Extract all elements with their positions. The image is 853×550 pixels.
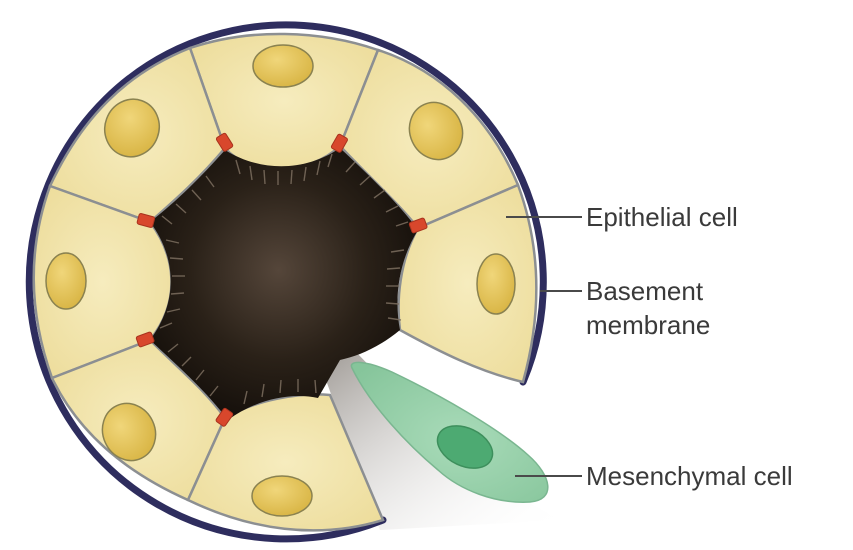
epithelial-cell-label: Epithelial cell — [586, 202, 738, 232]
nucleus-left — [46, 253, 86, 309]
mesenchymal-cell-label: Mesenchymal cell — [586, 461, 793, 491]
basement-membrane-label-line2: membrane — [586, 310, 710, 340]
basement-membrane-label-line1: Basement — [586, 276, 704, 306]
nucleus-right — [477, 254, 515, 314]
nucleus-bottom — [252, 476, 312, 516]
nucleus-top — [253, 45, 313, 87]
